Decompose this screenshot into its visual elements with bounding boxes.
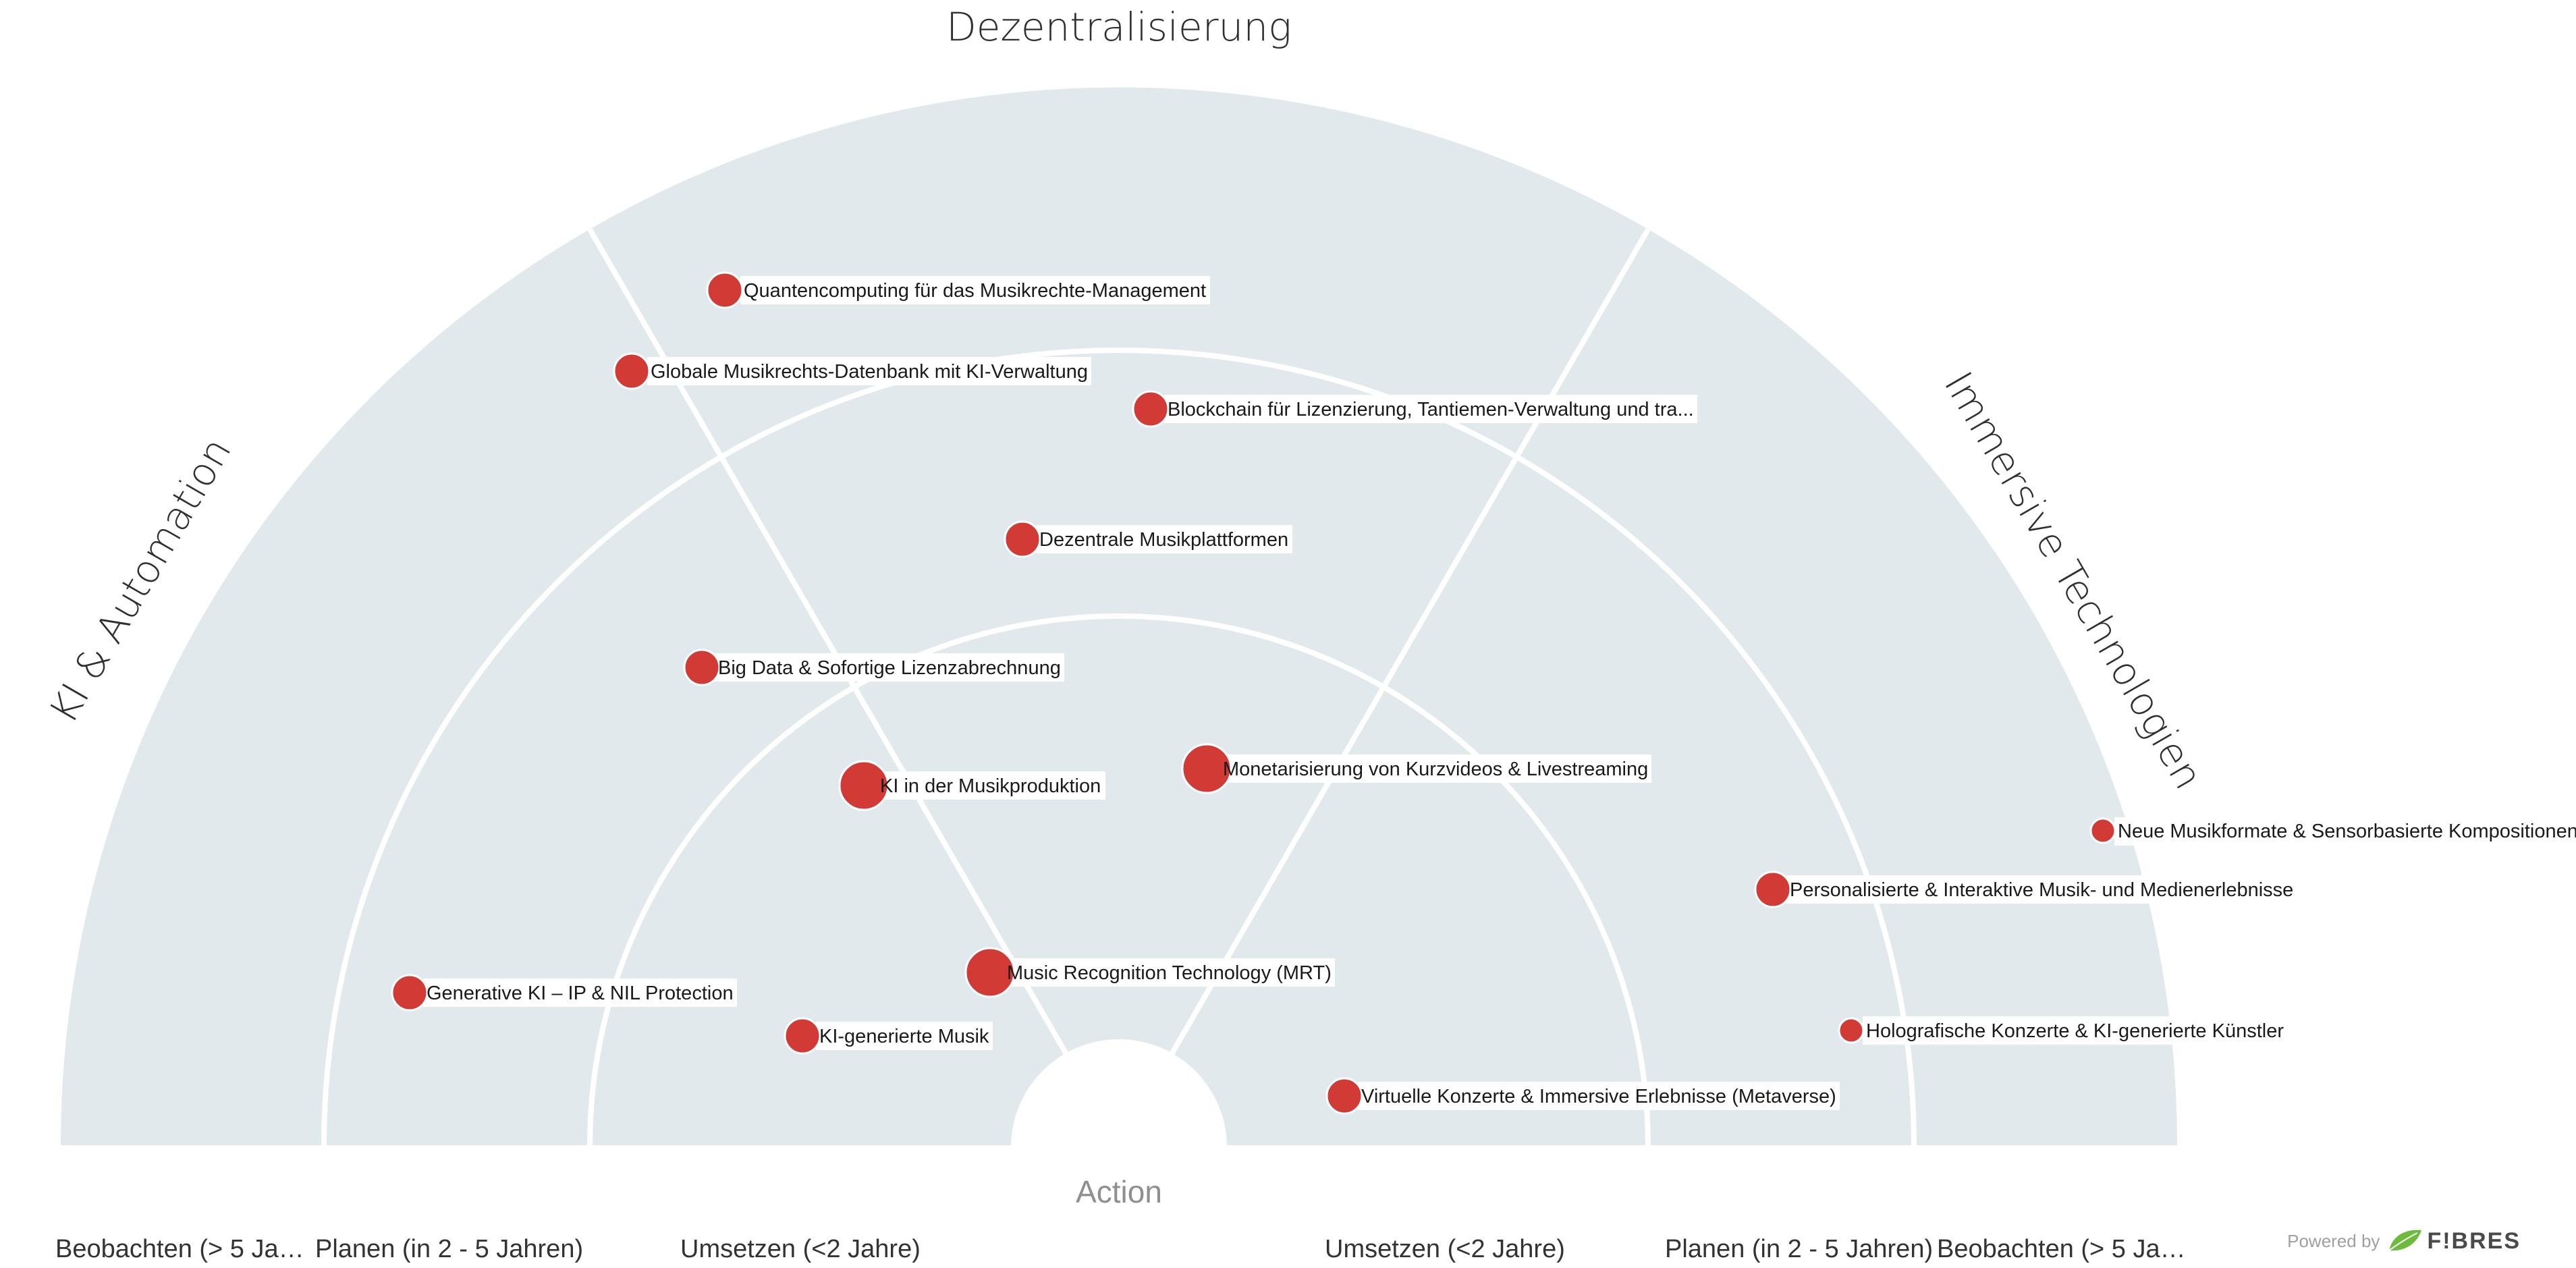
ring-boundary-outer <box>321 348 1917 1146</box>
blip-label: Blockchain für Lizenzierung, Tantiemen-V… <box>1168 399 1694 420</box>
center-label: Action <box>1076 1174 1162 1209</box>
ring-boundary-middle <box>587 613 1651 1146</box>
blip-label: KI-generierte Musik <box>819 1026 989 1047</box>
blip-item[interactable]: KI in der Musikproduktion <box>838 760 1105 811</box>
blip-label: Virtuelle Konzerte & Immersive Erlebniss… <box>1361 1086 1836 1107</box>
blip-item[interactable]: Personalisierte & Interaktive Musik- und… <box>1754 871 2297 908</box>
blip-label: Personalisierte & Interaktive Musik- und… <box>1790 879 2293 901</box>
blip-marker[interactable] <box>2089 817 2116 844</box>
blip-label: Music Recognition Technology (MRT) <box>1007 962 1332 984</box>
sector-title-dezentralisierung: Dezentralisierung <box>946 4 1292 50</box>
ring-label-left-inner: Umsetzen (<2 Jahre) <box>680 1235 921 1263</box>
blip-label-background <box>1004 958 1335 987</box>
blip-label-background <box>647 357 1091 385</box>
blip-label-background <box>877 771 1105 800</box>
brand-name: F!BRES <box>2427 1228 2521 1254</box>
powered-by-text: Powered by <box>2287 1230 2380 1251</box>
blip-item[interactable]: KI-generierte Musik <box>784 1017 993 1055</box>
blip-label: Holografische Konzerte & KI-generierte K… <box>1866 1020 2284 1042</box>
ring-label-left-middle: Planen (in 2 - 5 Jahren) <box>315 1235 583 1263</box>
powered-by-badge[interactable]: Powered by F!BRES <box>2287 1228 2521 1255</box>
blip-marker[interactable] <box>964 947 1016 998</box>
blip-label: Monetarisierung von Kurzvideos & Livestr… <box>1223 759 1648 780</box>
blip-label-background <box>740 276 1210 304</box>
blip-label: Quantencomputing für das Musikrechte-Man… <box>744 280 1206 302</box>
blip-layer: Quantencomputing für das Musikrechte-Man… <box>391 271 2576 1115</box>
blip-label-background <box>715 653 1064 682</box>
blip-label: Globale Musikrechts-Datenbank mit KI-Ver… <box>651 361 1088 383</box>
center-cutout <box>1011 1039 1227 1147</box>
blip-label: Dezentrale Musikplattformen <box>1039 529 1288 551</box>
fibres-logo: F!BRES <box>2386 1228 2521 1255</box>
blip-label: Big Data & Sofortige Lizenzabrechnung <box>718 657 1061 679</box>
blip-item[interactable]: Holografische Konzerte & KI-generierte K… <box>1838 1016 2287 1045</box>
blip-label: KI in der Musikproduktion <box>880 775 1101 797</box>
blip-marker[interactable] <box>1325 1077 1363 1115</box>
ring-label-right-middle: Planen (in 2 - 5 Jahren) <box>1665 1235 1933 1263</box>
blip-marker[interactable] <box>1838 1017 1865 1044</box>
blip-marker[interactable] <box>683 649 721 686</box>
blip-item[interactable]: Big Data & Sofortige Lizenzabrechnung <box>683 649 1064 686</box>
sector-divider-right <box>1116 227 1651 1147</box>
blip-item[interactable]: Music Recognition Technology (MRT) <box>964 947 1335 998</box>
blip-marker[interactable] <box>1132 390 1170 428</box>
ring-label-right-outer: Beobachten (> 5 Ja… <box>1937 1235 2186 1263</box>
blip-marker[interactable] <box>838 760 889 811</box>
blip-item[interactable]: Dezentrale Musikplattformen <box>1004 520 1292 558</box>
blip-label-background <box>2114 817 2576 846</box>
blip-item[interactable]: Globale Musikrechts-Datenbank mit KI-Ver… <box>613 352 1091 390</box>
blip-item[interactable]: Quantencomputing für das Musikrechte-Man… <box>706 271 1210 309</box>
blip-item[interactable]: Blockchain für Lizenzierung, Tantiemen-V… <box>1132 390 1697 428</box>
blip-label-background <box>1036 525 1292 553</box>
blip-label-background <box>816 1022 993 1050</box>
blip-marker[interactable] <box>391 974 429 1012</box>
blip-label: Neue Musikformate & Sensorbasierte Kompo… <box>2118 821 2576 842</box>
blip-label-background <box>1786 875 2297 904</box>
blip-marker[interactable] <box>1181 743 1232 794</box>
blip-marker[interactable] <box>1004 520 1041 558</box>
blip-label: Generative KI – IP & NIL Protection <box>427 983 734 1004</box>
blip-label-background <box>1164 395 1697 423</box>
blip-label-background <box>1863 1016 2287 1045</box>
blip-item[interactable]: Monetarisierung von Kurzvideos & Livestr… <box>1181 743 1651 794</box>
blip-marker[interactable] <box>1754 871 1792 908</box>
ring-label-right-inner: Umsetzen (<2 Jahre) <box>1325 1235 1565 1263</box>
blip-item[interactable]: Virtuelle Konzerte & Immersive Erlebniss… <box>1325 1077 1840 1115</box>
blip-item[interactable]: Generative KI – IP & NIL Protection <box>391 974 737 1012</box>
blip-item[interactable]: Neue Musikformate & Sensorbasierte Kompo… <box>2089 817 2576 846</box>
blip-marker[interactable] <box>613 352 651 390</box>
blip-label-background <box>423 978 737 1007</box>
ring-label-left-outer: Beobachten (> 5 Ja… <box>55 1235 304 1263</box>
blip-label-background <box>1358 1082 1840 1110</box>
leaf-icon <box>2388 1230 2422 1251</box>
blip-marker[interactable] <box>706 271 744 309</box>
blip-marker[interactable] <box>784 1017 821 1055</box>
blip-label-background <box>1219 754 1651 783</box>
